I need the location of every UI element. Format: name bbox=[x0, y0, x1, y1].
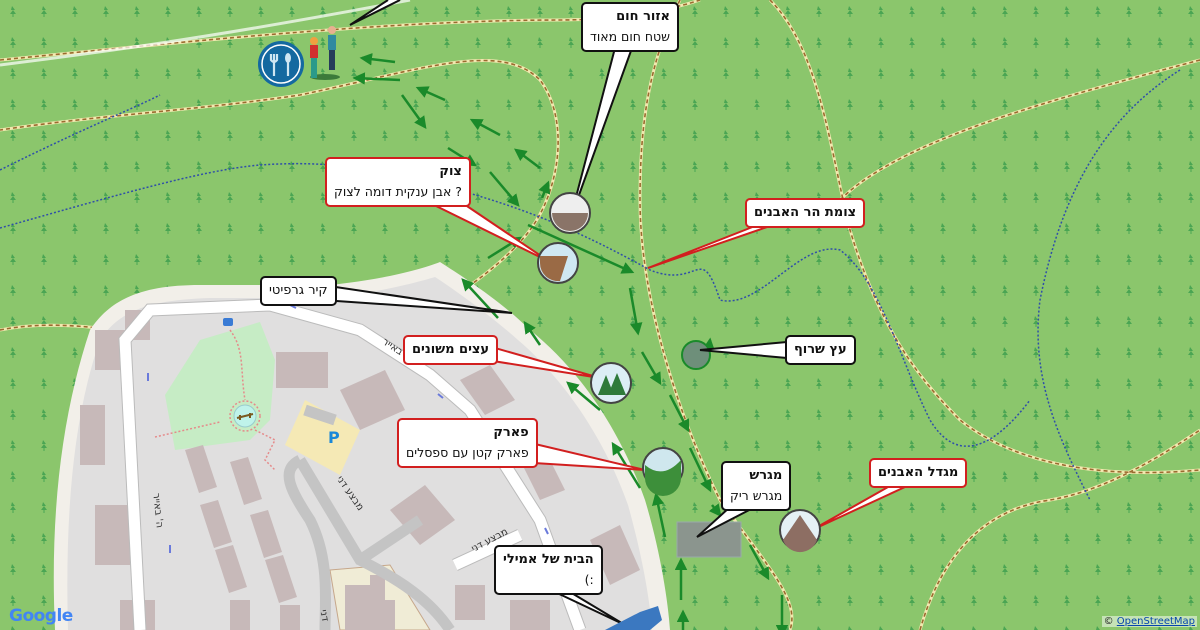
paths-casing bbox=[0, 0, 411, 67]
callout-title: קיר גרפיטי bbox=[269, 283, 328, 298]
callout-park[interactable]: פארק פארק קטן עם ספסלים bbox=[397, 418, 538, 468]
callout-stone-tower[interactable]: מגדל האבנים bbox=[869, 458, 968, 488]
map-attribution: © OpenStreetMap bbox=[1101, 616, 1197, 627]
parking-symbol: P bbox=[328, 428, 340, 447]
callout-pointers bbox=[321, 0, 906, 626]
google-logo: Google bbox=[9, 606, 73, 626]
street-label: דני bbox=[317, 608, 331, 623]
callout-stone-mountain-junction[interactable]: צומת הר האבנים bbox=[745, 198, 866, 228]
callout-title: עצים משונים bbox=[412, 342, 490, 357]
park-footpaths bbox=[154, 329, 277, 471]
strange-trees-marker bbox=[590, 362, 632, 404]
restaurant-icon[interactable] bbox=[258, 41, 304, 87]
callout-strange-trees[interactable]: עצים משונים bbox=[403, 335, 499, 365]
buildings bbox=[80, 310, 640, 630]
stone-tower-marker bbox=[779, 509, 821, 553]
callout-lot[interactable]: מגרש מגרש ריק bbox=[721, 461, 792, 511]
callout-cliff[interactable]: צוק ? אבן ענקית דומה לצוק bbox=[325, 157, 471, 207]
parking-area bbox=[285, 400, 360, 475]
callout-title: אזור חום bbox=[616, 9, 671, 24]
blue-paths bbox=[0, 69, 1181, 501]
callout-title: הבית של אמילי bbox=[503, 552, 594, 567]
hikers-icon bbox=[310, 26, 340, 80]
emilys-house-icon[interactable] bbox=[605, 606, 662, 630]
callout-emilys-house[interactable]: הבית של אמילי :) bbox=[494, 545, 603, 595]
bus-stop-icon bbox=[223, 318, 233, 326]
burnt-tree-marker[interactable] bbox=[681, 340, 711, 370]
brown-area-marker bbox=[549, 192, 591, 234]
oneway-arrows bbox=[147, 304, 549, 553]
cliff-marker bbox=[537, 242, 579, 284]
callout-subtitle: מגרש ריק bbox=[730, 488, 783, 503]
poi-markers[interactable] bbox=[537, 192, 821, 553]
callout-subtitle: :) bbox=[584, 572, 594, 587]
callout-brown-area[interactable]: אזור חום שטח חום מאוד bbox=[581, 2, 680, 52]
callout-title: פארק bbox=[493, 425, 529, 440]
callout-title: מגדל האבנים bbox=[878, 465, 959, 480]
callout-subtitle: ? אבן ענקית דומה לצוק bbox=[334, 184, 462, 199]
callout-burnt-tree[interactable]: עץ שרוף bbox=[785, 335, 856, 365]
copyright-symbol: © bbox=[1103, 616, 1114, 627]
google-logo-text: Google bbox=[9, 606, 73, 626]
callout-subtitle: שטח חום מאוד bbox=[590, 29, 671, 44]
park-marker bbox=[642, 447, 684, 496]
callout-title: עץ שרוף bbox=[794, 342, 847, 357]
callout-title: צוק bbox=[439, 164, 462, 179]
openstreetmap-link[interactable]: OpenStreetMap bbox=[1116, 616, 1195, 627]
main-roads[interactable] bbox=[119, 299, 586, 630]
callout-graffiti-wall[interactable]: קיר גרפיטי bbox=[260, 276, 337, 306]
service-roads bbox=[283, 404, 455, 630]
callout-title: צומת הר האבנים bbox=[754, 205, 857, 220]
seesaw-glyph bbox=[236, 413, 254, 420]
callout-title: מגרש bbox=[749, 468, 783, 483]
callout-subtitle: פארק קטן עם ספסלים bbox=[406, 445, 529, 460]
